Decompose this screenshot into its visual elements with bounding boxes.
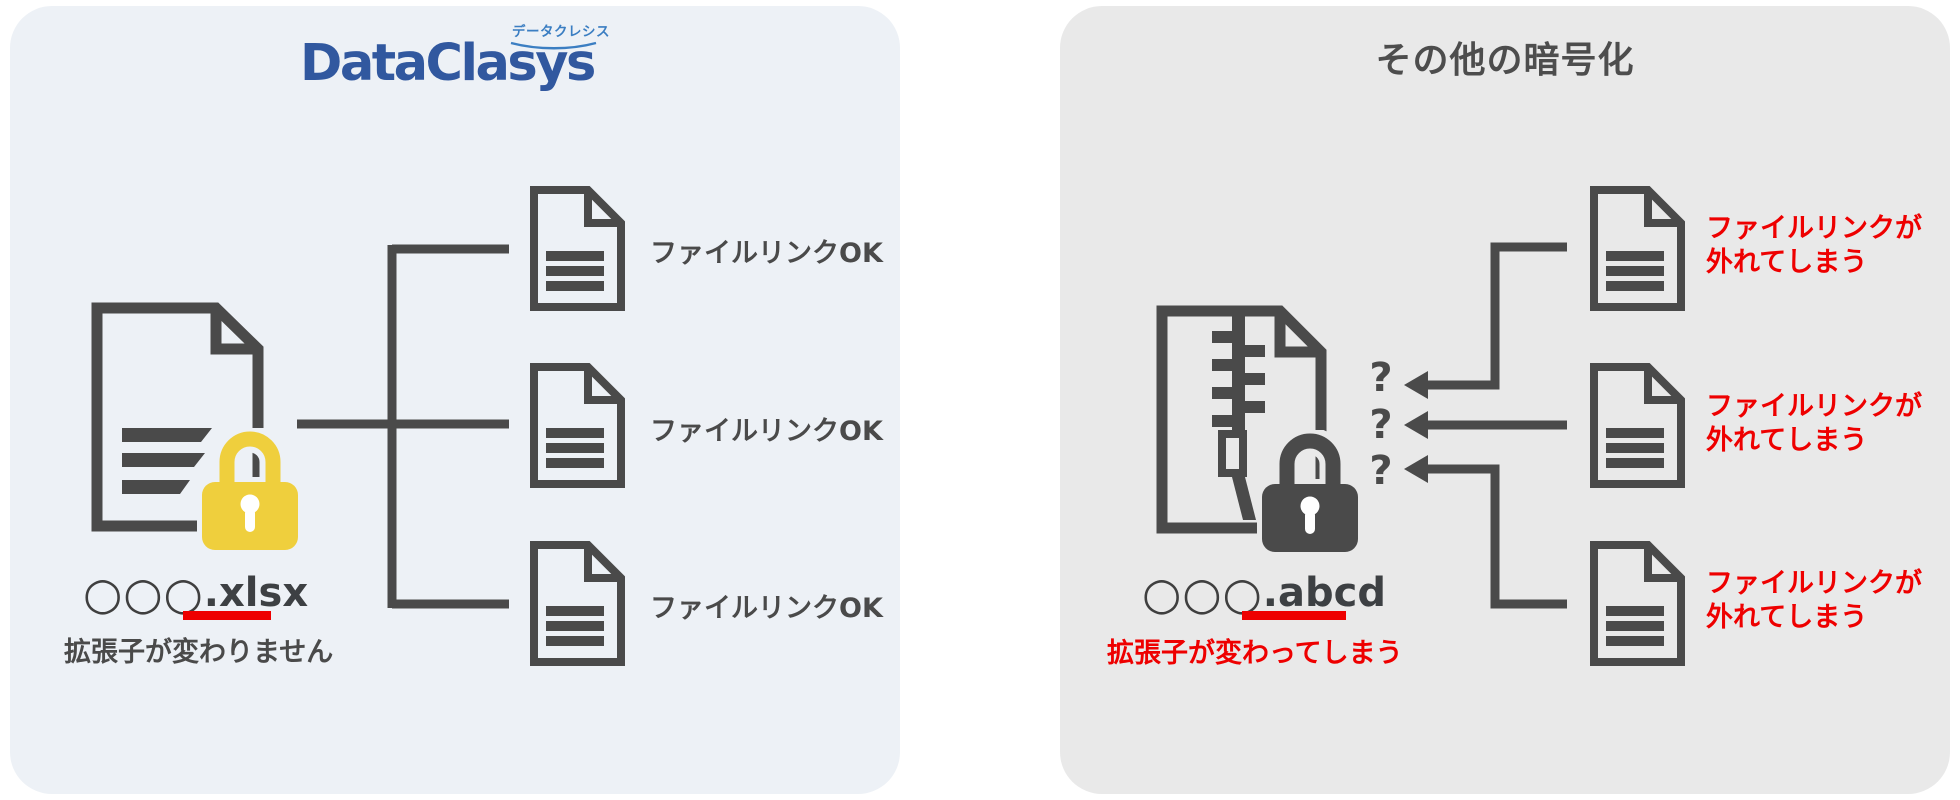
arrow-connector-lines: [1404, 242, 1567, 609]
label-line1: ファイルリンクが: [1706, 213, 1922, 244]
file-link-broken-label: ファイルリンクが 外れてしまう: [1706, 567, 1956, 635]
file-link-ok-label: ファイルリンクOK: [650, 416, 883, 447]
document-icon: [530, 541, 625, 666]
red-underline: [1242, 611, 1346, 620]
label-line2: 外れてしまう: [1706, 602, 1868, 633]
document-icon: [530, 186, 625, 311]
file-link-ok-label: ファイルリンクOK: [650, 238, 883, 269]
right-panel-title: その他の暗号化: [1375, 40, 1635, 81]
file-link-ok-label: ファイルリンクOK: [650, 593, 883, 624]
source-filename: ○○○.xlsx: [83, 566, 309, 620]
red-underline: [183, 611, 271, 620]
label-line1: ファイルリンクが: [1706, 391, 1922, 422]
question-mark: ?: [1369, 448, 1393, 494]
logo-ruby-text: データクレシス: [512, 24, 610, 40]
document-icon: [1590, 541, 1685, 666]
extension-caption: 拡張子が変わってしまう: [1107, 638, 1403, 669]
dark-lock-icon: [1257, 430, 1363, 556]
file-link-broken-label: ファイルリンクが 外れてしまう: [1706, 390, 1956, 458]
label-line2: 外れてしまう: [1706, 247, 1868, 278]
document-icon: [530, 363, 625, 488]
logo-text: DataClasys: [300, 34, 596, 93]
question-mark: ?: [1369, 355, 1393, 401]
other-encryption-panel: [1060, 6, 1950, 794]
filename-extension: .abcd: [1262, 570, 1386, 616]
file-link-broken-label: ファイルリンクが 外れてしまう: [1706, 212, 1956, 280]
dataclasys-logo: データクレシス DataClasys: [300, 25, 610, 93]
dataclasys-panel: データクレシス DataClasys: [10, 6, 900, 794]
extension-caption: 拡張子が変わりません: [64, 637, 334, 668]
source-filename: ○○○.abcd: [1142, 566, 1386, 620]
document-icon: [1590, 363, 1685, 488]
filename-prefix: ○○○: [1142, 566, 1263, 620]
logo-swoosh-line: [510, 41, 597, 50]
label-line1: ファイルリンクが: [1706, 568, 1922, 599]
filename-extension: .xlsx: [203, 570, 309, 616]
question-mark: ?: [1369, 402, 1393, 448]
filename-prefix: ○○○: [83, 566, 204, 620]
label-line2: 外れてしまう: [1706, 425, 1868, 456]
yellow-lock-icon: [197, 428, 303, 554]
connector-lines: [297, 244, 509, 609]
document-icon: [1590, 186, 1685, 311]
